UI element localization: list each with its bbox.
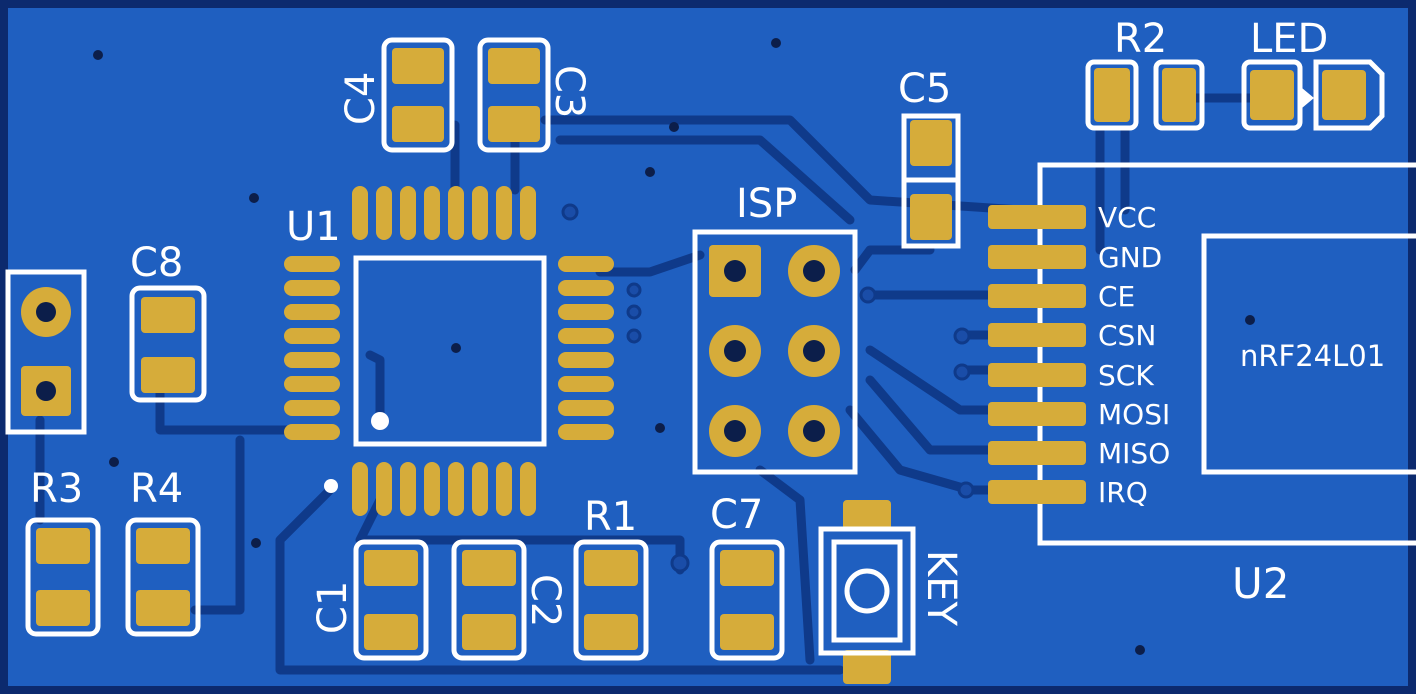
label-r3: R3 [30, 466, 83, 512]
label-c4: C4 [338, 72, 384, 125]
capacitor-c7 [709, 539, 785, 661]
module-pads [988, 205, 1086, 504]
label-r1: R1 [584, 494, 637, 540]
pin-label-ce: CE [1098, 280, 1135, 313]
board-copper-pour [8, 8, 1408, 686]
label-c5: C5 [898, 66, 951, 112]
capacitor-c1 [353, 539, 429, 661]
pin-label-irq: IRQ [1098, 476, 1148, 509]
pin-label-mosi: MOSI [1098, 398, 1170, 431]
led-diode [1241, 59, 1385, 131]
label-c8: C8 [130, 240, 183, 286]
label-key: KEY [918, 550, 964, 627]
pin-label-vcc: VCC [1098, 201, 1156, 234]
capacitor-c5 [901, 113, 961, 249]
label-led: LED [1250, 16, 1328, 62]
capacitor-c8 [129, 285, 207, 403]
label-u1: U1 [286, 204, 341, 250]
label-c7: C7 [710, 492, 763, 538]
module-u2 [1037, 162, 1416, 546]
resistor-r1 [573, 539, 649, 661]
vias [561, 203, 975, 573]
module-pin-labels: VCC GND CE CSN SCK MOSI MISO IRQ [1098, 201, 1170, 509]
label-r4: R4 [130, 466, 183, 512]
via-dots [93, 38, 1255, 655]
capacitor-c2 [451, 539, 527, 661]
isp-header [692, 229, 858, 475]
label-u2: U2 [1232, 559, 1289, 608]
pin-label-csn: CSN [1098, 319, 1156, 352]
power-header [5, 269, 87, 435]
pin-label-gnd: GND [1098, 241, 1162, 274]
key-button [818, 500, 916, 684]
label-isp: ISP [736, 181, 797, 227]
label-r2: R2 [1114, 16, 1167, 62]
resistor-r4 [125, 517, 201, 637]
label-c2: C2 [522, 574, 568, 627]
pin-label-miso: MISO [1098, 437, 1170, 470]
module-name: nRF24L01 [1240, 339, 1385, 373]
resistor-r2 [1085, 59, 1205, 131]
label-c3: C3 [546, 65, 592, 118]
capacitor-c3 [477, 37, 551, 153]
label-c1: C1 [310, 581, 356, 634]
mcu-u1 [284, 186, 614, 516]
capacitor-c4 [381, 37, 455, 153]
pin-label-sck: SCK [1098, 359, 1154, 392]
resistor-r3 [25, 517, 101, 637]
